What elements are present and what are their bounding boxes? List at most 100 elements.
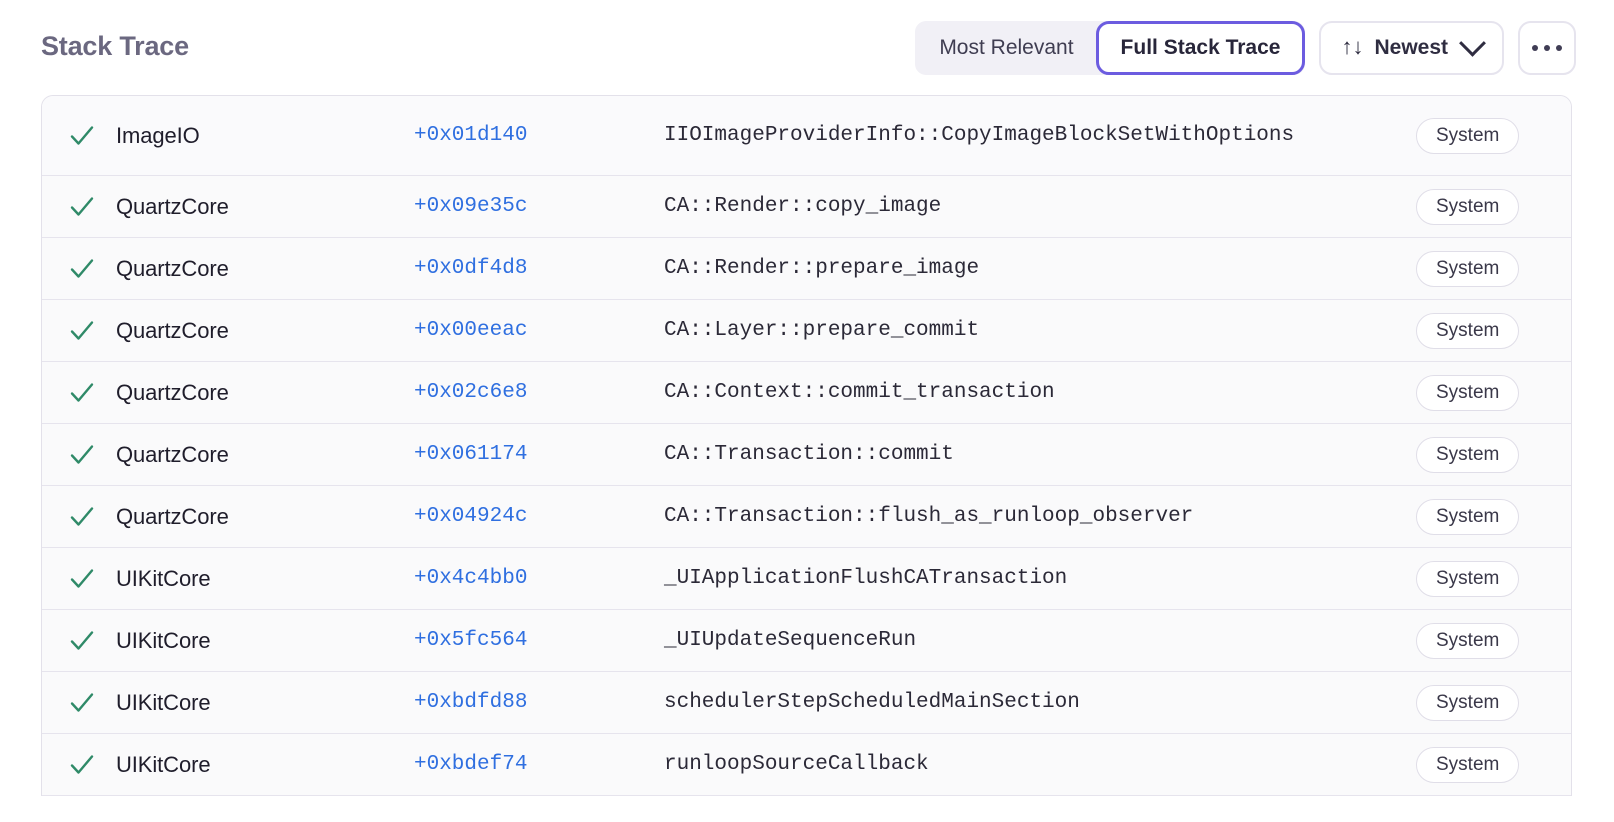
frame-badge-cell: System: [1416, 188, 1571, 225]
table-row[interactable]: UIKitCore +0x4c4bb0 _UIApplicationFlushCAT…: [42, 548, 1571, 610]
frame-symbol: CA::Context::commit_transaction: [664, 381, 1055, 404]
frame-status-cell: [42, 441, 116, 469]
frame-symbol: schedulerStepScheduledMainSection: [664, 691, 1080, 714]
checkmark-icon: [70, 568, 94, 588]
status-badge: System: [1416, 374, 1520, 411]
frame-offset-link[interactable]: +0x09e35c: [414, 195, 528, 218]
frame-module: QuartzCore: [116, 379, 229, 405]
table-row[interactable]: QuartzCore +0x0df4d8 CA::Render::prepare_i…: [42, 238, 1571, 300]
checkmark-icon: [70, 382, 94, 402]
frame-offset-link[interactable]: +0x00eeac: [414, 319, 528, 342]
frame-offset-link[interactable]: +0x061174: [414, 443, 528, 466]
frame-badge-cell: System: [1416, 374, 1571, 411]
frame-module: QuartzCore: [116, 317, 229, 343]
frame-module: QuartzCore: [116, 193, 229, 219]
table-row[interactable]: QuartzCore +0x04924c CA::Transaction::flus…: [42, 486, 1571, 548]
checkmark-icon: [70, 125, 94, 145]
frame-symbol: CA::Render::prepare_image: [664, 257, 980, 280]
frame-offset-link[interactable]: +0x5fc564: [414, 629, 528, 652]
frame-badge-cell: System: [1416, 746, 1571, 783]
status-badge: System: [1416, 250, 1520, 287]
frame-status-cell: [42, 255, 116, 283]
frame-symbol: _UIUpdateSequenceRun: [664, 629, 917, 652]
frame-module: QuartzCore: [116, 255, 229, 281]
sort-dropdown[interactable]: ↑↓ Newest: [1319, 20, 1504, 75]
status-badge: System: [1416, 684, 1520, 721]
status-badge: System: [1416, 498, 1520, 535]
status-badge: System: [1416, 560, 1520, 597]
frame-badge-cell: System: [1416, 312, 1571, 349]
header-controls: Most Relevant Full Stack Trace ↑↓ Newest: [915, 20, 1576, 75]
chevron-down-icon: [1459, 29, 1486, 57]
frame-offset-link[interactable]: +0x0df4d8: [414, 257, 528, 280]
table-row[interactable]: UIKitCore +0xbdfd88 schedulerStepScheduled…: [42, 672, 1571, 734]
table-row[interactable]: UIKitCore +0x5fc564 _UIUpdateSequenceRun Sy…: [42, 610, 1571, 672]
stack-trace-mode-segmented-control[interactable]: Most Relevant Full Stack Trace: [915, 20, 1306, 75]
frame-status-cell: [42, 751, 116, 779]
page-title: Stack Trace: [41, 31, 189, 61]
frame-status-cell: [42, 689, 116, 717]
frame-status-cell: [42, 122, 116, 150]
status-badge: System: [1416, 188, 1520, 225]
panel-header: Stack Trace Most Relevant Full Stack Tra…: [0, 0, 1614, 95]
checkmark-icon: [70, 754, 94, 774]
frame-status-cell: [42, 565, 116, 593]
frame-offset-link[interactable]: +0x02c6e8: [414, 381, 528, 404]
frame-offset-link[interactable]: +0xbdef74: [414, 753, 528, 776]
checkmark-icon: [70, 196, 94, 216]
checkmark-icon: [70, 444, 94, 464]
frame-symbol: CA::Render::copy_image: [664, 195, 942, 218]
checkmark-icon: [70, 506, 94, 526]
frame-status-cell: [42, 627, 116, 655]
frame-symbol: runloopSourceCallback: [664, 753, 929, 776]
ellipsis-icon-dot-2: [1544, 44, 1550, 51]
frame-module: UIKitCore: [116, 565, 211, 591]
table-row[interactable]: QuartzCore +0x00eeac CA::Layer::prepare_co…: [42, 300, 1571, 362]
frame-module: QuartzCore: [116, 441, 229, 467]
frame-status-cell: [42, 503, 116, 531]
frame-offset-link[interactable]: +0x04924c: [414, 505, 528, 528]
checkmark-icon: [70, 320, 94, 340]
table-row[interactable]: QuartzCore +0x09e35c CA::Render::copy_imag…: [42, 176, 1571, 238]
sort-dropdown-label: Newest: [1374, 35, 1448, 59]
frame-symbol: CA::Transaction::flush_as_runloop_observ…: [664, 505, 1194, 528]
frame-status-cell: [42, 379, 116, 407]
status-badge: System: [1416, 312, 1520, 349]
frame-symbol: CA::Layer::prepare_commit: [664, 319, 980, 342]
frame-badge-cell: System: [1416, 250, 1571, 287]
tab-full-stack-trace[interactable]: Full Stack Trace: [1095, 20, 1306, 75]
status-badge: System: [1416, 622, 1520, 659]
ellipsis-icon-dot-3: [1556, 44, 1562, 51]
frame-badge-cell: System: [1416, 117, 1571, 154]
tab-most-relevant[interactable]: Most Relevant: [915, 21, 1097, 75]
frame-module: UIKitCore: [116, 627, 211, 653]
table-row[interactable]: QuartzCore +0x02c6e8 CA::Context::commit_t…: [42, 362, 1571, 424]
frame-module: ImageIO: [116, 122, 200, 148]
frame-status-cell: [42, 193, 116, 221]
frame-badge-cell: System: [1416, 436, 1571, 473]
frame-module: UIKitCore: [116, 751, 211, 777]
frame-module: QuartzCore: [116, 503, 229, 529]
status-badge: System: [1416, 117, 1520, 154]
frame-badge-cell: System: [1416, 560, 1571, 597]
checkmark-icon: [70, 258, 94, 278]
frame-offset-link[interactable]: +0x01d140: [414, 124, 528, 147]
frame-symbol: _UIApplicationFlushCATransaction: [664, 567, 1068, 590]
ellipsis-icon: [1532, 44, 1538, 51]
frame-offset-link[interactable]: +0xbdfd88: [414, 691, 528, 714]
frame-module: UIKitCore: [116, 689, 211, 715]
frame-symbol: CA::Transaction::commit: [664, 443, 954, 466]
table-row[interactable]: UIKitCore +0xbdef74 runloopSourceCallback S…: [42, 734, 1571, 796]
frame-badge-cell: System: [1416, 498, 1571, 535]
status-badge: System: [1416, 436, 1520, 473]
frame-offset-link[interactable]: +0x4c4bb0: [414, 567, 528, 590]
status-badge: System: [1416, 746, 1520, 783]
table-row[interactable]: QuartzCore +0x061174 CA::Transaction::comm…: [42, 424, 1571, 486]
sort-arrows-icon: ↑↓: [1341, 33, 1364, 59]
frame-badge-cell: System: [1416, 622, 1571, 659]
checkmark-icon: [70, 630, 94, 650]
more-options-button[interactable]: [1518, 20, 1576, 75]
